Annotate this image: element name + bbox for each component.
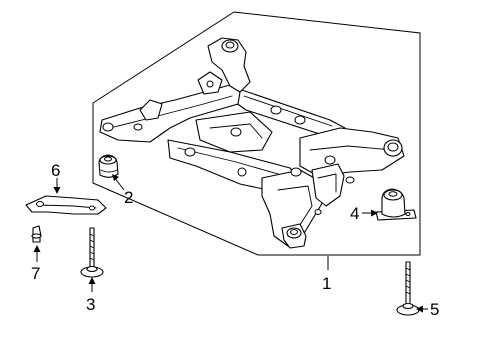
- callout-7: 7: [31, 264, 40, 283]
- washer-bolt-icon: [80, 227, 104, 278]
- arrowhead: [416, 305, 423, 313]
- arrowhead: [53, 187, 61, 194]
- callout-4: 4: [350, 204, 359, 223]
- arrowhead: [33, 245, 41, 252]
- mount-bushing-icon: [375, 188, 417, 221]
- callout-1: 1: [322, 274, 331, 293]
- callout-6: 6: [51, 161, 60, 180]
- arrowhead: [371, 209, 378, 217]
- washer-bolt-icon: [396, 261, 420, 316]
- bolt-icon: [31, 225, 42, 243]
- callout-5: 5: [430, 300, 439, 319]
- arrowhead: [88, 277, 96, 284]
- crossmember-subframe-icon: [99, 37, 405, 249]
- bushing-icon: [98, 154, 119, 178]
- assembly-outline: [92, 11, 421, 256]
- arrowhead: [112, 174, 119, 181]
- callout-3: 3: [86, 295, 95, 314]
- callout-2: 2: [124, 188, 133, 207]
- bracket-icon: [25, 195, 107, 215]
